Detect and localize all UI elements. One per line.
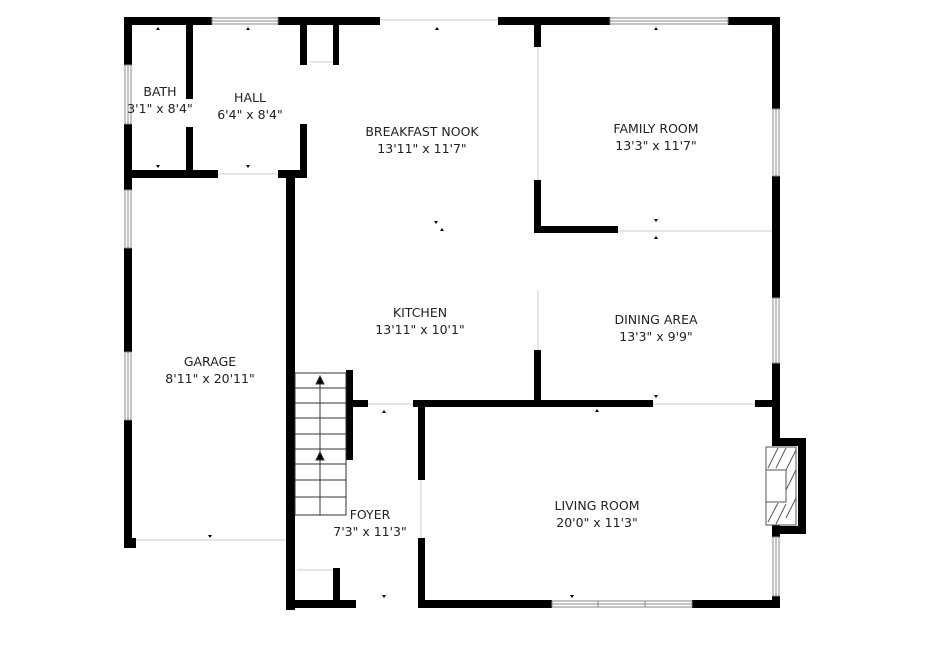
room-name: HALL: [234, 90, 266, 105]
room-dimensions: 13'3" x 11'7": [615, 138, 697, 153]
openings: [136, 19, 772, 571]
room-name: FAMILY ROOM: [613, 121, 699, 136]
room-kitchen: KITCHEN 13'11" x 10'1": [375, 304, 464, 338]
room-dimensions: 8'11" x 20'11": [165, 371, 255, 386]
stairs-icon: [294, 372, 347, 516]
room-dimensions: 7'3" x 11'3": [333, 524, 407, 539]
room-living-room: LIVING ROOM 20'0" x 11'3": [554, 497, 639, 531]
room-dimensions: 20'0" x 11'3": [556, 515, 638, 530]
room-breakfast-nook: BREAKFAST NOOK 13'11" x 11'7": [365, 123, 478, 157]
walls: [124, 17, 806, 610]
dimension-markers: [156, 27, 658, 598]
room-dimensions: 3'1" x 8'4": [127, 101, 193, 116]
room-dining-area: DINING AREA 13'3" x 9'9": [614, 311, 697, 345]
room-foyer: FOYER 7'3" x 11'3": [333, 506, 406, 540]
fireplace-icon: [765, 446, 797, 526]
windows: [124, 17, 780, 608]
room-dimensions: 13'3" x 9'9": [619, 329, 693, 344]
room-name: GARAGE: [183, 354, 237, 369]
room-name: LIVING ROOM: [554, 498, 640, 513]
room-name: KITCHEN: [392, 305, 448, 320]
room-name: DINING AREA: [614, 312, 698, 327]
room-bath: BATH 3'1" x 8'4": [127, 83, 193, 117]
room-garage: GARAGE 8'11" x 20'11": [165, 353, 254, 387]
room-name: BATH: [143, 84, 177, 99]
room-dimensions: 13'11" x 11'7": [377, 141, 467, 156]
room-family-room: FAMILY ROOM 13'3" x 11'7": [613, 120, 698, 154]
room-hall: HALL 6'4" x 8'4": [217, 89, 283, 123]
room-name: FOYER: [349, 507, 391, 522]
room-name: BREAKFAST NOOK: [365, 124, 479, 139]
room-dimensions: 13'11" x 10'1": [375, 322, 465, 337]
room-dimensions: 6'4" x 8'4": [217, 107, 283, 122]
